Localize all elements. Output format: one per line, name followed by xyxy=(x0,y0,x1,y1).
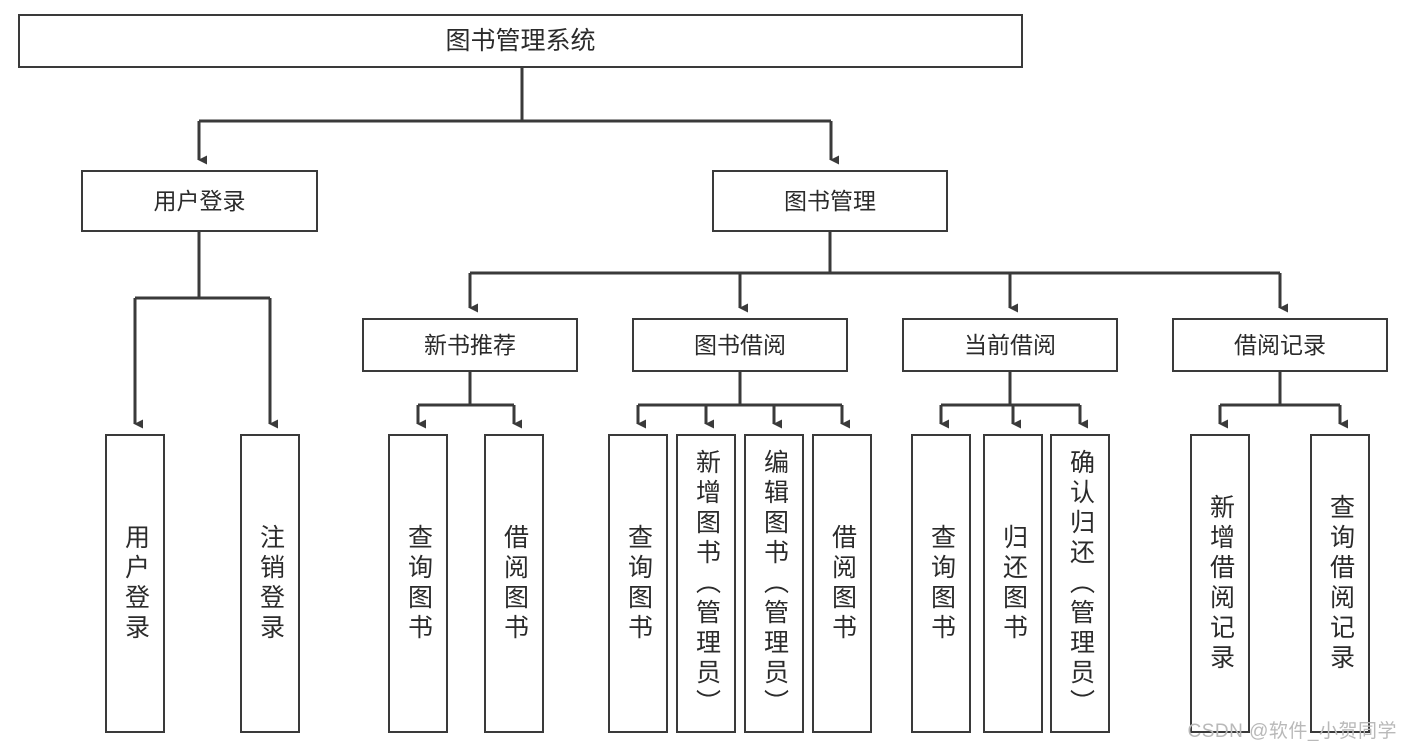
node-leaf-borrow-query-book[interactable]: 查询图书 xyxy=(608,434,668,733)
node-leaf-rec-borrow-book[interactable]: 借阅图书 xyxy=(484,434,544,733)
node-leaf-rec-add-record-label: 新增借阅记录 xyxy=(1206,493,1235,674)
node-leaf-borrow-query-book-label: 查询图书 xyxy=(624,523,653,644)
node-leaf-borrow-add-book[interactable]: 新增图书（管理员） xyxy=(676,434,736,733)
node-leaf-rec-query-record[interactable]: 查询借阅记录 xyxy=(1310,434,1370,733)
node-user-login-label: 用户登录 xyxy=(153,187,246,214)
node-book-borrow-label: 图书借阅 xyxy=(694,331,786,358)
node-root-label: 图书管理系统 xyxy=(445,26,596,55)
node-leaf-borrow-edit-book[interactable]: 编辑图书（管理员） xyxy=(744,434,804,733)
node-leaf-rec-query-book[interactable]: 查询图书 xyxy=(388,434,448,733)
node-leaf-user-login-label: 用户登录 xyxy=(121,523,150,644)
node-leaf-rec-borrow-book-label: 借阅图书 xyxy=(500,523,529,644)
node-leaf-cur-confirm-return[interactable]: 确认归还（管理员） xyxy=(1050,434,1110,733)
node-leaf-cur-return-book-label: 归还图书 xyxy=(999,523,1028,644)
node-borrow-record-label: 借阅记录 xyxy=(1234,331,1326,358)
node-borrow-record[interactable]: 借阅记录 xyxy=(1172,318,1388,372)
node-leaf-rec-query-book-label: 查询图书 xyxy=(404,523,433,644)
node-leaf-borrow-borrow-book[interactable]: 借阅图书 xyxy=(812,434,872,733)
node-leaf-user-logout[interactable]: 注销登录 xyxy=(240,434,300,733)
node-leaf-borrow-add-book-label: 新增图书（管理员） xyxy=(692,448,721,719)
node-root[interactable]: 图书管理系统 xyxy=(18,14,1023,68)
node-book-borrow[interactable]: 图书借阅 xyxy=(632,318,848,372)
node-current-borrow[interactable]: 当前借阅 xyxy=(902,318,1118,372)
node-leaf-user-logout-label: 注销登录 xyxy=(256,523,285,644)
node-book-manage-label: 图书管理 xyxy=(784,187,876,214)
node-leaf-cur-confirm-return-label: 确认归还（管理员） xyxy=(1066,448,1095,719)
node-new-book-rec[interactable]: 新书推荐 xyxy=(362,318,578,372)
node-leaf-borrow-edit-book-label: 编辑图书（管理员） xyxy=(760,448,789,719)
node-leaf-cur-query-book-label: 查询图书 xyxy=(927,523,956,644)
node-leaf-rec-add-record[interactable]: 新增借阅记录 xyxy=(1190,434,1250,733)
csdn-watermark: CSDN @软件_小贺同学 xyxy=(1187,721,1397,742)
node-leaf-borrow-borrow-book-label: 借阅图书 xyxy=(828,523,857,644)
node-leaf-user-login[interactable]: 用户登录 xyxy=(105,434,165,733)
node-leaf-cur-return-book[interactable]: 归还图书 xyxy=(983,434,1043,733)
node-new-book-rec-label: 新书推荐 xyxy=(424,331,516,358)
node-leaf-cur-query-book[interactable]: 查询图书 xyxy=(911,434,971,733)
node-user-login[interactable]: 用户登录 xyxy=(81,170,318,232)
node-current-borrow-label: 当前借阅 xyxy=(964,331,1056,358)
node-book-manage[interactable]: 图书管理 xyxy=(712,170,948,232)
node-leaf-rec-query-record-label: 查询借阅记录 xyxy=(1326,493,1355,674)
